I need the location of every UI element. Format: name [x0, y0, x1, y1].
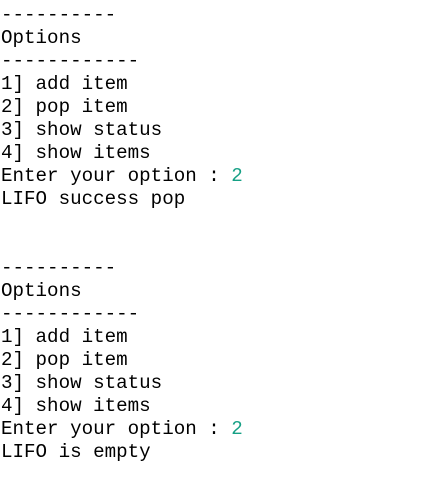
menu-option-add-item: 1] add item: [1, 73, 128, 95]
menu-option-show-items: 4] show items: [1, 395, 151, 417]
option-input-value: 2: [231, 418, 243, 440]
result-message: LIFO success pop: [1, 188, 186, 210]
result-message: LIFO is empty: [1, 441, 151, 463]
blank-line: [1, 211, 441, 234]
option-prompt-line: Enter your option : 2: [1, 165, 441, 188]
menu-option-show-items: 4] show items: [1, 142, 151, 164]
option-input-value: 2: [231, 165, 243, 187]
console-output: ---------- Options ------------ 1] add i…: [1, 4, 441, 464]
menu-title: Options: [1, 27, 82, 49]
menu-option-show-status: 3] show status: [1, 372, 163, 394]
menu-option-show-status: 3] show status: [1, 119, 163, 141]
option-prompt: Enter your option :: [1, 165, 232, 187]
option-prompt-line: Enter your option : 2: [1, 418, 441, 441]
menu-option-pop-item: 2] pop item: [1, 349, 128, 371]
menu-rule-top: ----------: [1, 4, 117, 26]
menu-title: Options: [1, 280, 82, 302]
menu-rule-bottom: ------------: [1, 50, 140, 72]
menu-option-add-item: 1] add item: [1, 326, 128, 348]
menu-option-pop-item: 2] pop item: [1, 96, 128, 118]
option-prompt: Enter your option :: [1, 418, 232, 440]
blank-line: [1, 234, 441, 257]
menu-rule-top: ----------: [1, 257, 117, 279]
menu-rule-bottom: ------------: [1, 303, 140, 325]
